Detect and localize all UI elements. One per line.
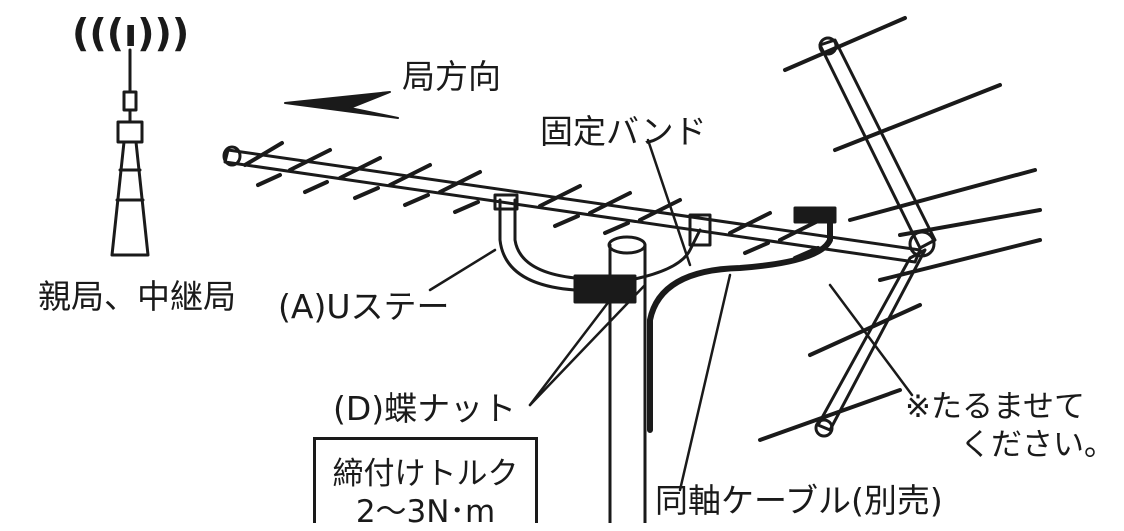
director-elements xyxy=(243,141,822,260)
station-label: 親局、中継局 xyxy=(38,277,236,316)
fixing-band-label: 固定バンド xyxy=(540,112,707,151)
slack-note-line1: ※たるませて xyxy=(905,389,1086,425)
torque-value: 2～3N･m xyxy=(355,494,496,530)
u-stay-clamp xyxy=(493,193,519,211)
antenna-boom xyxy=(222,145,922,264)
leader-lines xyxy=(428,138,914,492)
coax-cable xyxy=(647,212,833,433)
torque-title: 締付けトルク xyxy=(332,456,519,492)
slack-note-line2: ください。 xyxy=(960,427,1115,463)
fixing-band-mount xyxy=(573,213,712,304)
broadcast-tower-icon xyxy=(110,48,150,257)
coax-cable-label: 同軸ケーブル(別売) xyxy=(655,481,943,520)
wing-nut-label: (D)蝶ナット xyxy=(333,389,517,428)
station-direction-label: 局方向 xyxy=(402,57,501,96)
torque-spec-box: 締付けトルク 2～3N･m xyxy=(313,437,538,530)
tower-signal-glyph: (((ı))) xyxy=(72,11,190,55)
u-stay-label: (A)Uステー xyxy=(278,287,450,326)
u-stay xyxy=(498,198,577,292)
direction-arrow-icon xyxy=(284,91,399,119)
reflector-frame xyxy=(814,36,937,438)
cable-connector xyxy=(793,206,837,224)
reflector-elements xyxy=(758,16,1042,442)
